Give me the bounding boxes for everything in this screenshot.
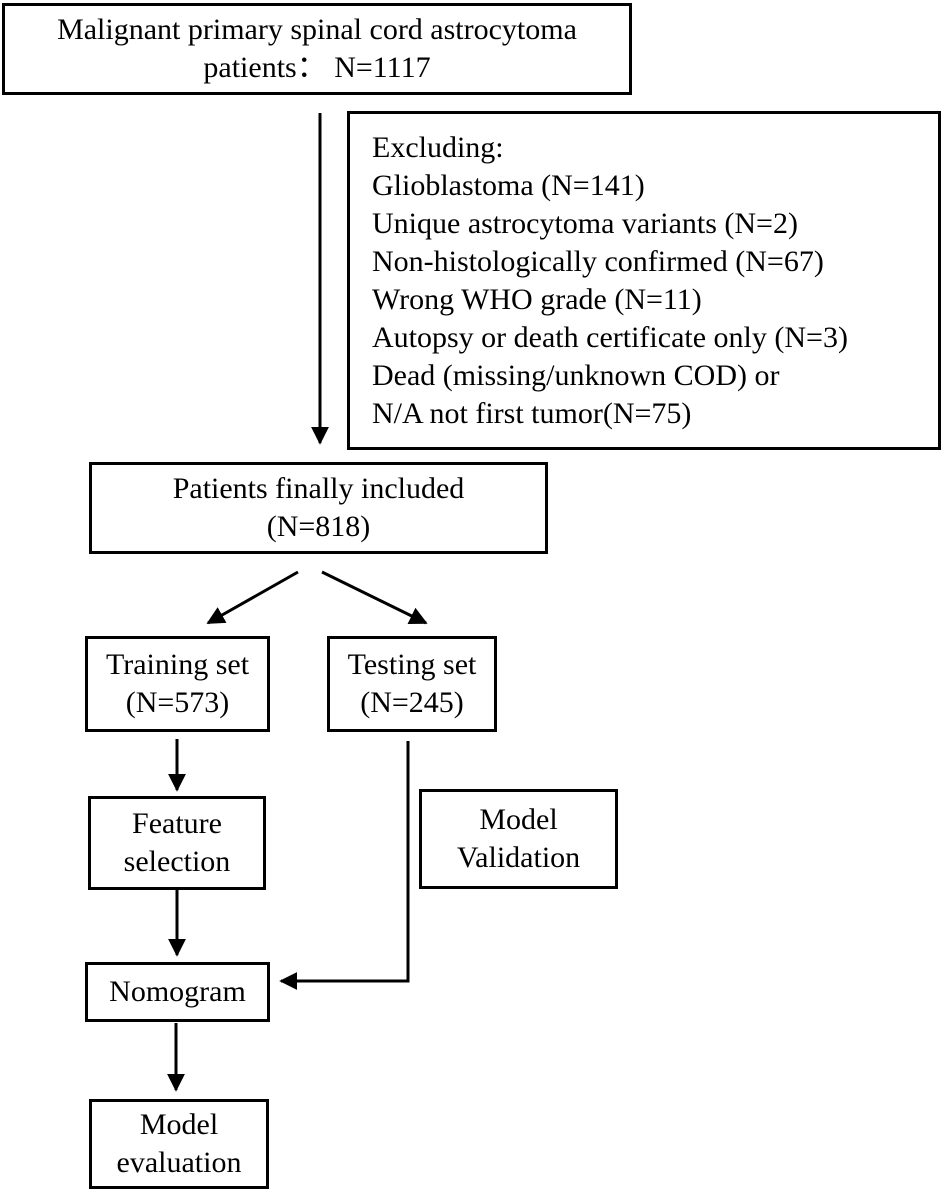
box-feature-selection: Feature selection	[88, 796, 266, 890]
testing-line-2: (N=245)	[360, 686, 464, 719]
box-model-validation: Model Validation	[419, 789, 618, 889]
training-line-2: (N=573)	[125, 686, 230, 719]
testing-line-1: Testing set	[347, 648, 477, 681]
box-patients-included: Patients finally included (N=818)	[89, 462, 548, 554]
box-nomogram: Nomogram	[85, 962, 270, 1022]
exclusion-non-histological: Non-histologically confirmed (N=67)	[372, 244, 824, 278]
box-exclusion-criteria: Excluding: Glioblastoma (N=141) Unique a…	[347, 111, 941, 450]
feature-line-1: Feature	[132, 807, 222, 840]
exclusion-dead-cod: Dead (missing/unknown COD) or	[372, 358, 780, 392]
exclusion-glioblastoma: Glioblastoma (N=141)	[372, 168, 645, 202]
evaluation-line-2: evaluation	[116, 1146, 242, 1179]
exclusion-not-first-tumor: N/A not first tumor(N=75)	[372, 396, 692, 430]
box-model-evaluation: Model evaluation	[89, 1099, 269, 1189]
exclusion-autopsy: Autopsy or death certificate only (N=3)	[372, 320, 848, 354]
training-line-1: Training set	[105, 648, 250, 681]
validation-line-1: Model	[479, 803, 558, 836]
included-line-1: Patients finally included	[172, 472, 465, 505]
box-training-set: Training set (N=573)	[85, 636, 270, 732]
start-line-1: Malignant primary spinal cord astrocytom…	[57, 13, 577, 46]
arrow-included-to-training	[206, 570, 299, 625]
included-line-2: (N=818)	[266, 510, 371, 543]
exclusion-who-grade: Wrong WHO grade (N=11)	[372, 282, 702, 316]
arrow-testing-to-nomogram	[279, 741, 410, 990]
start-line-2: patients： N=1117	[203, 51, 431, 84]
nomogram-label: Nomogram	[109, 975, 246, 1008]
evaluation-line-1: Model	[139, 1108, 219, 1141]
validation-line-2: Validation	[456, 841, 581, 874]
exclusion-unique-variants: Unique astrocytoma variants (N=2)	[372, 206, 798, 240]
feature-line-2: selection	[123, 845, 231, 878]
box-start-cohort: Malignant primary spinal cord astrocytom…	[2, 3, 632, 95]
exclusion-header: Excluding:	[372, 130, 504, 164]
box-testing-set: Testing set (N=245)	[327, 636, 497, 732]
arrow-included-to-testing	[321, 570, 428, 625]
